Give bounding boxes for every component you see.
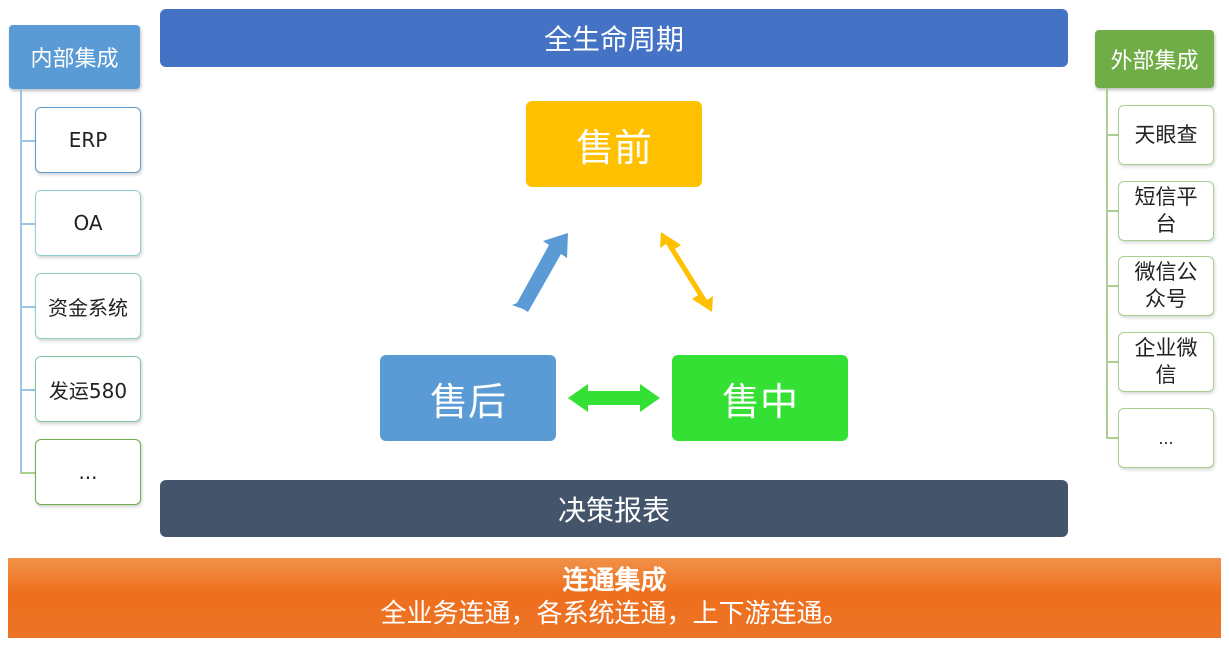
internal-item-label: 发运580: [48, 378, 128, 403]
internal-item-more: ...: [35, 439, 141, 505]
internal-item-oa: OA: [35, 190, 141, 256]
external-integration-header: 外部集成: [1095, 30, 1214, 88]
internal-item-label: 资金系统: [48, 295, 128, 320]
external-tree-branch: [1106, 361, 1118, 363]
external-item-label: 企业微信: [1134, 336, 1198, 387]
aftersale-box: 售后: [380, 355, 556, 441]
presale-label: 售前: [575, 125, 652, 170]
integration-banner: 连通集成 全业务连通，各系统连通，上下游连通。: [8, 558, 1221, 638]
external-integration-title: 外部集成: [1110, 49, 1199, 74]
lifecycle-label: 全生命周期: [543, 23, 684, 56]
external-tree-branch: [1106, 134, 1118, 136]
internal-integration-title: 内部集成: [30, 47, 119, 72]
integration-subtitle: 全业务连通，各系统连通，上下游连通。: [380, 599, 849, 629]
presale-box: 售前: [526, 101, 702, 187]
external-item-label: ...: [1158, 428, 1174, 448]
external-item-label: 天眼查: [1134, 122, 1198, 147]
green-double-arrow: [568, 384, 660, 412]
internal-item-label: ERP: [68, 128, 108, 152]
external-item-tianyancha: 天眼查: [1118, 105, 1214, 165]
internal-tree-branch: [20, 389, 35, 391]
insale-label: 售中: [721, 379, 798, 424]
external-tree-branch: [1106, 437, 1118, 439]
internal-integration-header: 内部集成: [9, 25, 140, 89]
internal-tree-trunk: [20, 89, 22, 473]
external-tree-trunk: [1106, 88, 1108, 438]
insale-box: 售中: [672, 355, 848, 441]
orange-double-arrow: [660, 232, 713, 312]
internal-item-shipping: 发运580: [35, 356, 141, 422]
external-item-label: 短信平台: [1134, 185, 1198, 236]
external-item-wechat-official: 微信公众号: [1118, 256, 1214, 316]
internal-tree-branch: [20, 472, 35, 474]
internal-tree-branch: [20, 223, 35, 225]
internal-item-label: OA: [73, 211, 103, 235]
internal-tree-branch: [20, 306, 35, 308]
integration-title: 连通集成: [562, 566, 667, 596]
external-tree-branch: [1106, 210, 1118, 212]
blue-double-arrow: [512, 233, 568, 312]
internal-item-label: ...: [78, 460, 98, 484]
external-item-label: 微信公众号: [1134, 260, 1198, 311]
aftersale-label: 售后: [429, 379, 506, 424]
external-item-wecom: 企业微信: [1118, 332, 1214, 392]
external-item-more: ...: [1118, 408, 1214, 468]
report-banner: 决策报表: [160, 480, 1068, 537]
external-tree-branch: [1106, 285, 1118, 287]
report-label: 决策报表: [557, 493, 670, 527]
external-item-sms: 短信平台: [1118, 181, 1214, 241]
internal-tree-branch: [20, 140, 35, 142]
lifecycle-banner: 全生命周期: [160, 9, 1068, 67]
internal-item-finance: 资金系统: [35, 273, 141, 339]
internal-item-erp: ERP: [35, 107, 141, 173]
